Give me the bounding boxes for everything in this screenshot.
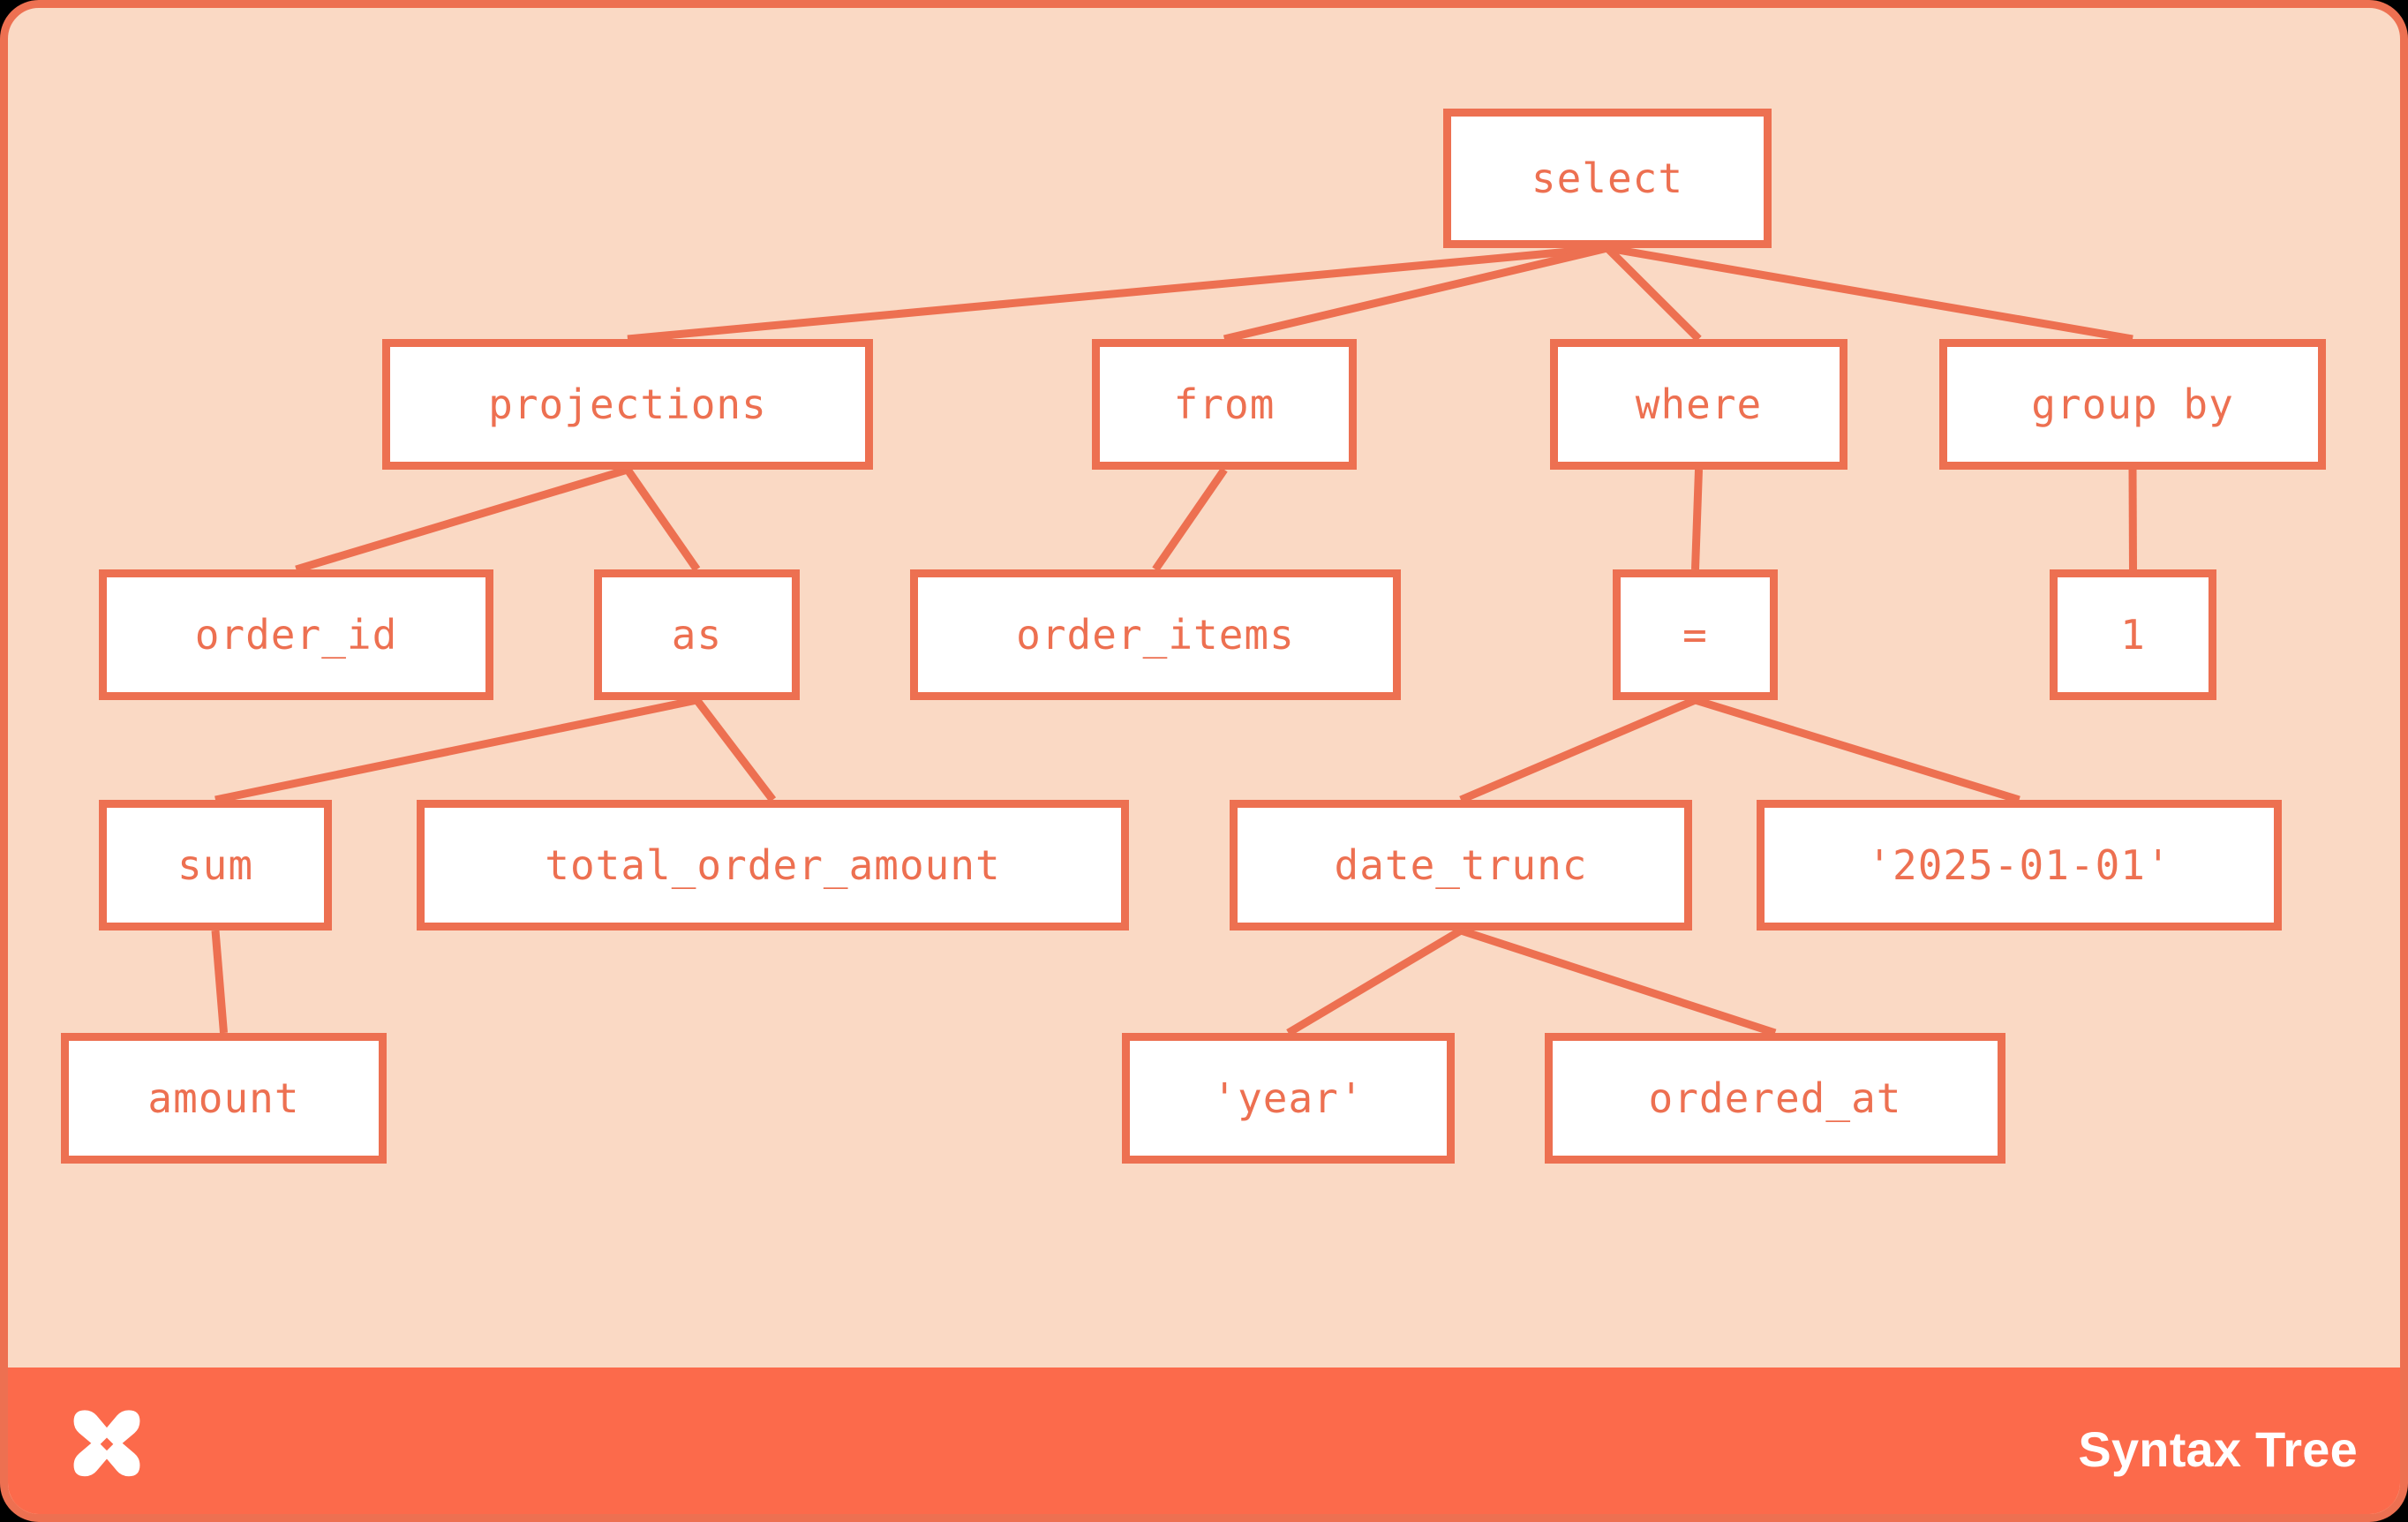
tree-edge: [1286, 927, 1464, 1036]
footer-bar: Syntax Tree: [8, 1368, 2400, 1514]
tree-node-amount[interactable]: amount: [61, 1033, 387, 1164]
tree-edge: [1691, 469, 1703, 570]
tree-node-order_id[interactable]: order_id: [99, 569, 493, 700]
tree-node-select[interactable]: select: [1443, 109, 1772, 248]
x-star-logo-icon: [73, 1410, 140, 1477]
tree-node-label: as: [671, 611, 723, 659]
tree-edge: [1223, 244, 1609, 343]
tree-node-label: date_trunc: [1334, 841, 1588, 889]
tree-node-order_items[interactable]: order_items: [910, 569, 1401, 700]
tree-edge: [627, 244, 1608, 343]
tree-node-date_trunc[interactable]: date_trunc: [1230, 800, 1692, 931]
tree-edge: [1604, 245, 1702, 343]
tree-edge: [693, 697, 777, 802]
tree-edges-svg: [211, 244, 2137, 1037]
tree-edge: [211, 930, 228, 1034]
tree-node-projections[interactable]: projections: [382, 339, 873, 470]
tree-node-label: order_items: [1016, 611, 1295, 659]
tree-node-eq[interactable]: =: [1613, 569, 1778, 700]
tree-node-sum[interactable]: sum: [99, 800, 332, 931]
tree-node-total_order_amount[interactable]: total_order_amount: [417, 800, 1129, 931]
tree-edge: [1607, 244, 2133, 343]
tree-edge: [1459, 926, 1777, 1037]
tree-edge: [1152, 467, 1228, 572]
tree-node-label: sum: [177, 841, 254, 889]
tree-node-date_literal[interactable]: '2025-01-01': [1757, 800, 2282, 931]
tree-node-label: 'year': [1212, 1074, 1365, 1122]
tree-edge: [214, 696, 698, 804]
tree-node-from[interactable]: from: [1092, 339, 1357, 470]
tree-node-label: 1: [2120, 611, 2146, 659]
tree-edge: [295, 465, 629, 574]
tree-node-label: order_id: [194, 611, 398, 659]
tree-node-label: =: [1682, 611, 1708, 659]
tree-node-label: '2025-01-01': [1867, 841, 2171, 889]
tree-node-label: total_order_amount: [545, 841, 1001, 889]
tree-edges-group: [211, 244, 2137, 1037]
tree-node-label: from: [1173, 380, 1275, 428]
tree-node-label: group by: [2031, 380, 2234, 428]
tree-node-ordered_at[interactable]: ordered_at: [1545, 1033, 2005, 1164]
tree-node-label: select: [1531, 154, 1684, 202]
footer-title: Syntax Tree: [2078, 1420, 2358, 1477]
tree-node-as[interactable]: as: [594, 569, 800, 700]
syntax-tree-area: select projections from where group by order_…: [8, 8, 2400, 1368]
tree-node-label: amount: [147, 1074, 300, 1122]
tree-node-where[interactable]: where: [1550, 339, 1847, 470]
tree-node-label: ordered_at: [1648, 1074, 1902, 1122]
tree-edge: [1694, 696, 2020, 804]
tree-node-one[interactable]: 1: [2050, 569, 2216, 700]
tree-edge: [624, 467, 701, 572]
tree-edge: [1459, 696, 1697, 804]
tree-node-label: projections: [488, 380, 767, 428]
tree-node-group_by[interactable]: group by: [1939, 339, 2326, 470]
tree-node-year_literal[interactable]: 'year': [1122, 1033, 1455, 1164]
tree-node-label: where: [1635, 380, 1763, 428]
